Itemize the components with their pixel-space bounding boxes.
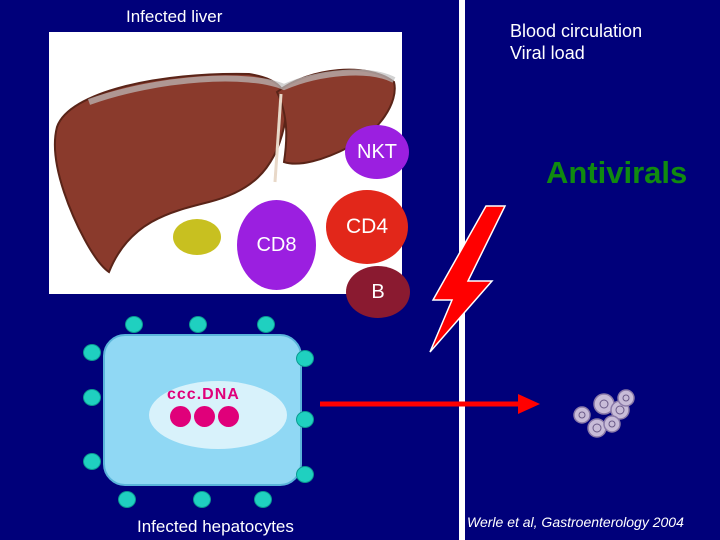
infected-hepatocytes-label: Infected hepatocytes bbox=[137, 517, 294, 536]
surface-receptor bbox=[254, 491, 272, 508]
b-label: B bbox=[371, 280, 385, 303]
cd8-cell: CD8 bbox=[237, 200, 316, 290]
viral-load-label: Viral load bbox=[510, 43, 585, 63]
surface-receptor bbox=[83, 453, 101, 470]
blood-circulation-label: Blood circulation bbox=[510, 21, 643, 41]
b-cell: B bbox=[346, 266, 410, 318]
arrow-head bbox=[518, 394, 540, 414]
surface-receptor bbox=[193, 491, 211, 508]
virus-particles-icon bbox=[573, 389, 635, 438]
surface-receptor bbox=[83, 389, 101, 406]
surface-receptor bbox=[296, 466, 314, 483]
liver-capsule bbox=[87, 69, 396, 105]
blood-circulation-title: Blood circulation Viral load bbox=[510, 20, 642, 64]
liver-left-lobe bbox=[53, 72, 288, 274]
surface-receptor bbox=[257, 316, 275, 333]
infected-liver-title: Infected liver bbox=[126, 7, 223, 26]
cccdna-label: ccc.DNA bbox=[167, 386, 240, 403]
cccdna-dot bbox=[218, 406, 239, 427]
surface-receptor bbox=[296, 411, 314, 428]
cccdna-dot bbox=[194, 406, 215, 427]
cd8-label: CD8 bbox=[256, 233, 297, 256]
lightning-bolt-icon bbox=[429, 205, 507, 353]
antivirals-label: Antivirals bbox=[546, 155, 688, 190]
surface-receptor bbox=[296, 350, 314, 367]
virus-particles-core bbox=[578, 394, 630, 433]
surface-receptor bbox=[189, 316, 207, 333]
citation: Werle et al, Gastroenterology 2004 bbox=[467, 514, 684, 530]
cccdna-dot bbox=[170, 406, 191, 427]
liver-illustration bbox=[53, 68, 396, 274]
nkt-label: NKT bbox=[357, 140, 397, 163]
gallbladder-shape bbox=[173, 219, 221, 255]
surface-receptor bbox=[118, 491, 136, 508]
cd4-label: CD4 bbox=[345, 215, 388, 238]
nkt-cell: NKT bbox=[345, 125, 409, 179]
cd4-cell: CD4 bbox=[326, 190, 408, 264]
surface-receptor bbox=[125, 316, 143, 333]
liver-ligament bbox=[273, 93, 283, 183]
surface-receptor bbox=[83, 344, 101, 361]
